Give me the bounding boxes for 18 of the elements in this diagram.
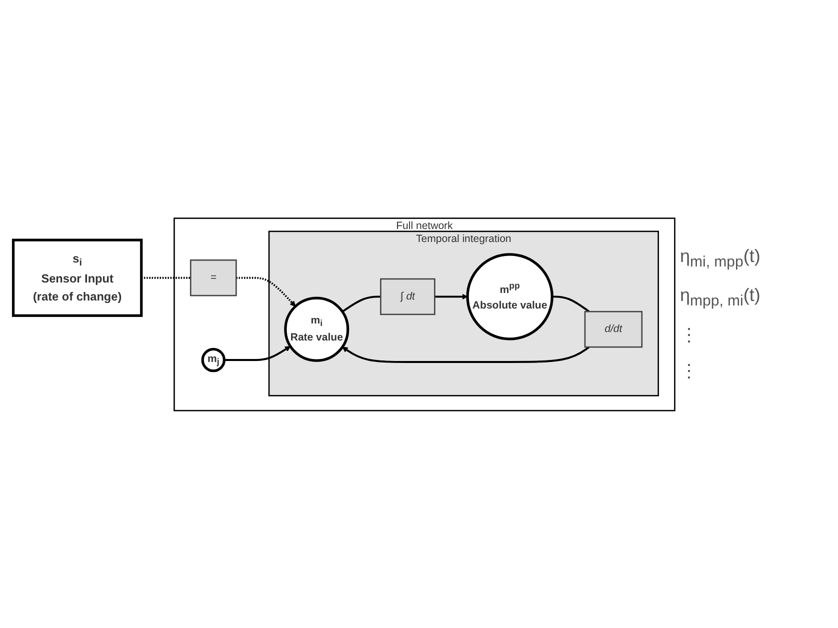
connector (342, 295, 381, 312)
connector (141, 276, 191, 278)
edge-gain-label: ⋮ (680, 324, 699, 346)
node-circle: m$_{j}$ (201, 347, 226, 372)
arrow (236, 276, 296, 306)
edge-gain-label: ⋮ (680, 360, 699, 382)
arrow (224, 346, 291, 361)
node-box: ∫ dt (380, 278, 436, 315)
node-box: d/dt (584, 310, 643, 348)
node-circle: m$^{pp}$ Absolute value (466, 252, 554, 340)
edge-gain-label: η$_{mi, mpp}$(t) (680, 246, 762, 271)
node-box: s$_{i}$ Sensor Input (rate of change) (12, 238, 143, 317)
node-circle: m$_{i}$ Rate value (284, 296, 350, 362)
arrow (342, 346, 590, 363)
connector (552, 295, 590, 312)
node-box: = (190, 259, 237, 296)
arrow (434, 293, 468, 300)
edge-gain-label: η$_{mpp, mi}$(t) (680, 285, 762, 310)
